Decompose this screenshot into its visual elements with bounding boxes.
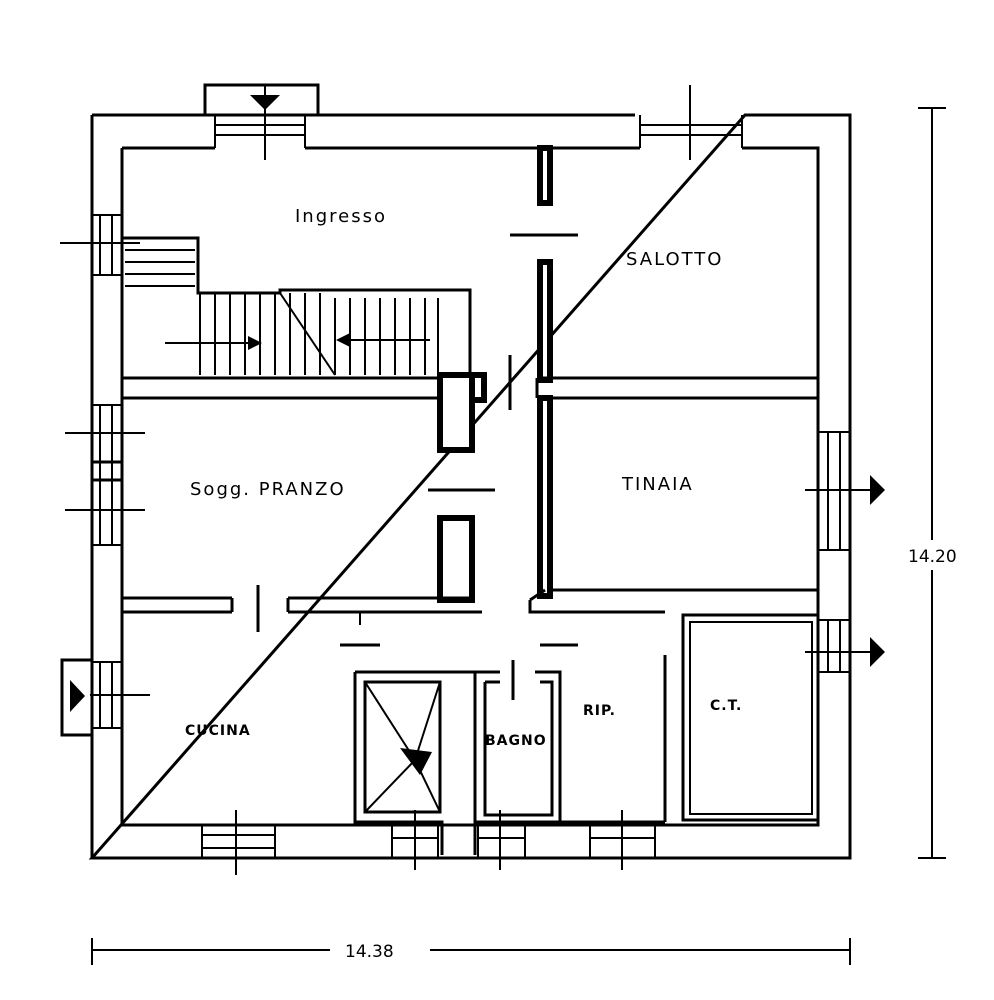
room-label-salotto: SALOTTO	[626, 249, 723, 270]
outer-walls	[88, 113, 852, 860]
room-labels: Ingresso SALOTTO Sogg. PRANZO TINAIA CUC…	[185, 206, 742, 749]
height-dimension: 14.20	[908, 547, 957, 567]
room-label-ingresso: Ingresso	[295, 206, 387, 227]
interior-walls	[122, 145, 820, 855]
windows	[60, 83, 885, 875]
width-dimension: 14.38	[345, 942, 394, 962]
room-label-cucina: CUCINA	[185, 723, 251, 739]
room-label-bagno: BAGNO	[485, 733, 547, 749]
room-label-rip: RIP.	[583, 703, 616, 719]
room-label-soggiorno: Sogg. PRANZO	[190, 479, 346, 500]
room-label-tinaia: TINAIA	[621, 474, 694, 495]
dimension-lines: 14.38 14.20	[91, 107, 975, 965]
room-label-ct: C.T.	[710, 698, 742, 714]
